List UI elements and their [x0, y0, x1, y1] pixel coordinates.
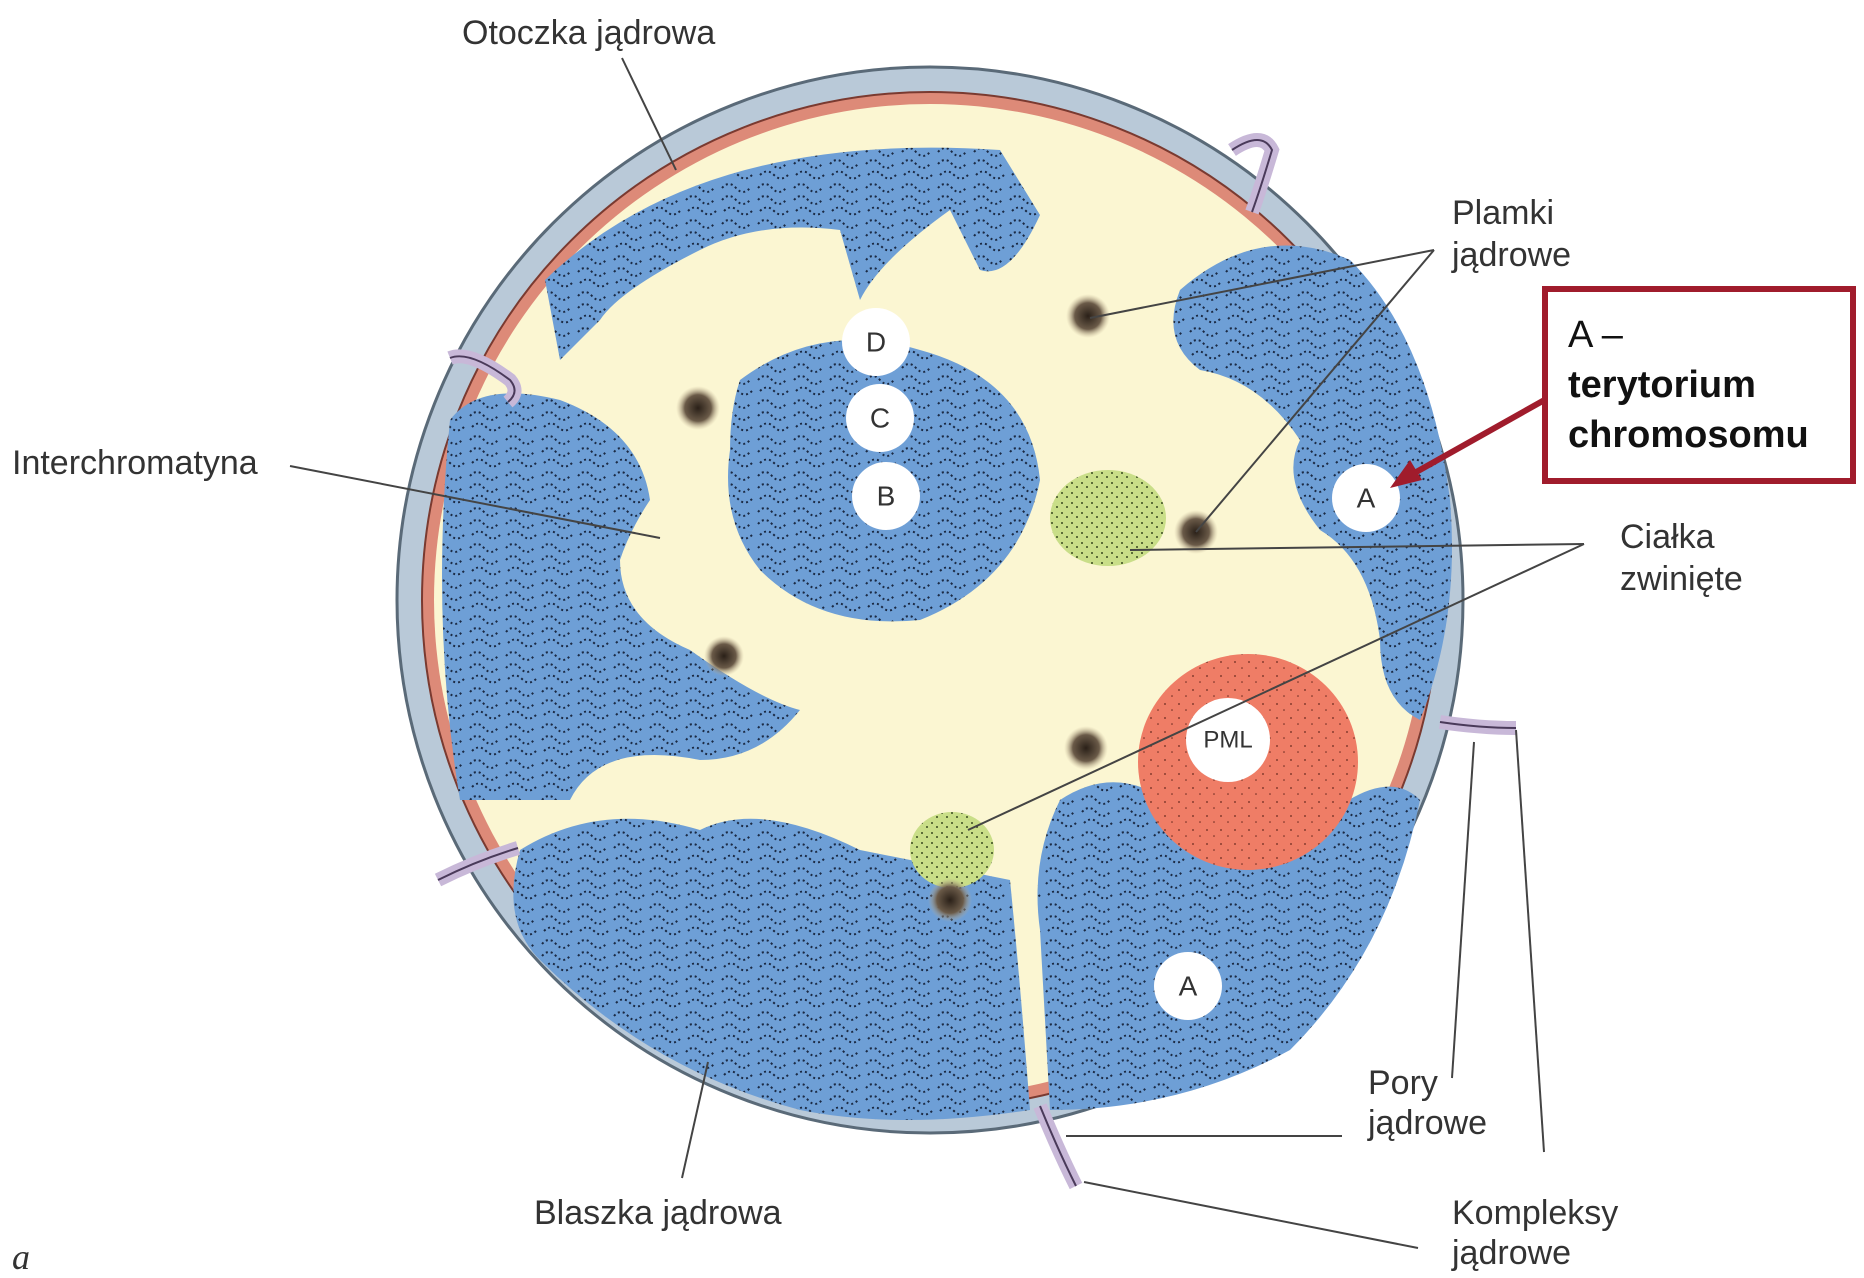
nuclear-pore	[1440, 722, 1516, 728]
label-interchromatin: Interchromatyna	[12, 444, 258, 482]
label-lamina: Blaszka jądrowa	[534, 1194, 782, 1232]
label-pores-1: Pory	[1368, 1064, 1438, 1102]
coiled-body-top	[1050, 470, 1166, 566]
callout-line-1: A –	[1568, 310, 1830, 360]
label-b: B	[877, 481, 896, 512]
label-speckles-1: Plamki	[1452, 194, 1554, 232]
speckle	[1064, 726, 1108, 770]
label-c: C	[870, 403, 890, 434]
label-speckles-2: jądrowe	[1451, 236, 1571, 274]
label-coiled-bodies-1: Ciałka	[1620, 518, 1715, 556]
label-complexes-1: Kompleksy	[1452, 1194, 1618, 1232]
figure-letter: a	[12, 1236, 30, 1278]
speckle	[928, 878, 972, 922]
callout-chromosome-territory: A – terytorium chromosomu	[1542, 286, 1856, 484]
label-a-right: A	[1357, 483, 1376, 514]
callout-line-3: chromosomu	[1568, 410, 1830, 460]
label-d: D	[866, 327, 886, 358]
label-pores-2: jądrowe	[1367, 1104, 1487, 1142]
label-pml: PML	[1203, 727, 1252, 754]
callout-line-2: terytorium	[1568, 360, 1830, 410]
speckle	[704, 636, 744, 676]
label-nuclear-envelope: Otoczka jądrowa	[462, 14, 715, 52]
label-complexes-2: jądrowe	[1451, 1234, 1571, 1272]
speckle	[676, 386, 720, 430]
label-a-bottom: A	[1179, 971, 1198, 1002]
label-coiled-bodies-2: zwinięte	[1620, 560, 1743, 598]
